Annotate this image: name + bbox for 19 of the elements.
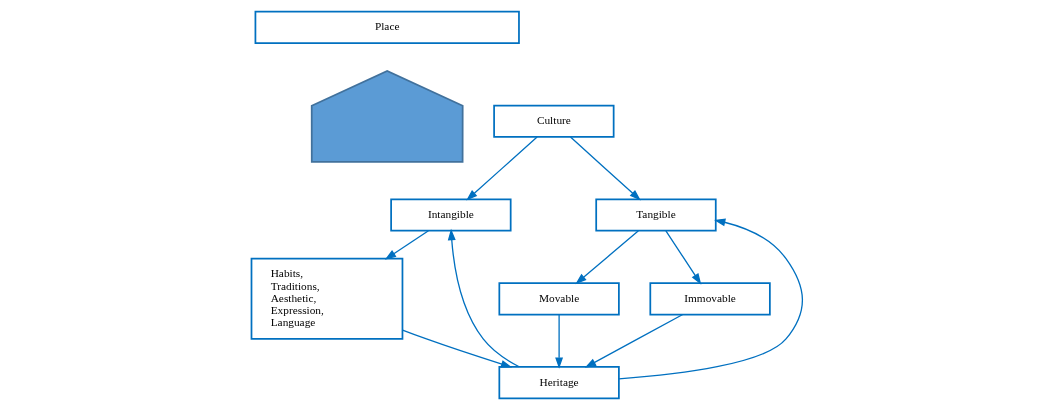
node-box: Intangible — [390, 198, 512, 232]
node-box: Tangible — [595, 198, 717, 232]
node-box: Place — [254, 10, 520, 44]
arrow — [575, 230, 640, 285]
node-box: Movable — [498, 282, 620, 316]
arrow — [618, 218, 804, 380]
node-box: Heritage — [498, 366, 620, 400]
node-box: Habits, Traditions, Aesthetic, Expression, Language — [250, 257, 404, 340]
arrow — [569, 136, 641, 201]
node-house — [310, 70, 464, 163]
node-box: Culture — [493, 104, 615, 138]
arrow — [665, 230, 702, 285]
arrow — [401, 329, 513, 368]
arrow — [384, 230, 430, 260]
arrow — [466, 136, 538, 201]
arrow — [555, 314, 564, 369]
arrow — [584, 313, 684, 368]
node-box: Immovable — [649, 282, 771, 316]
arrow — [447, 228, 520, 368]
